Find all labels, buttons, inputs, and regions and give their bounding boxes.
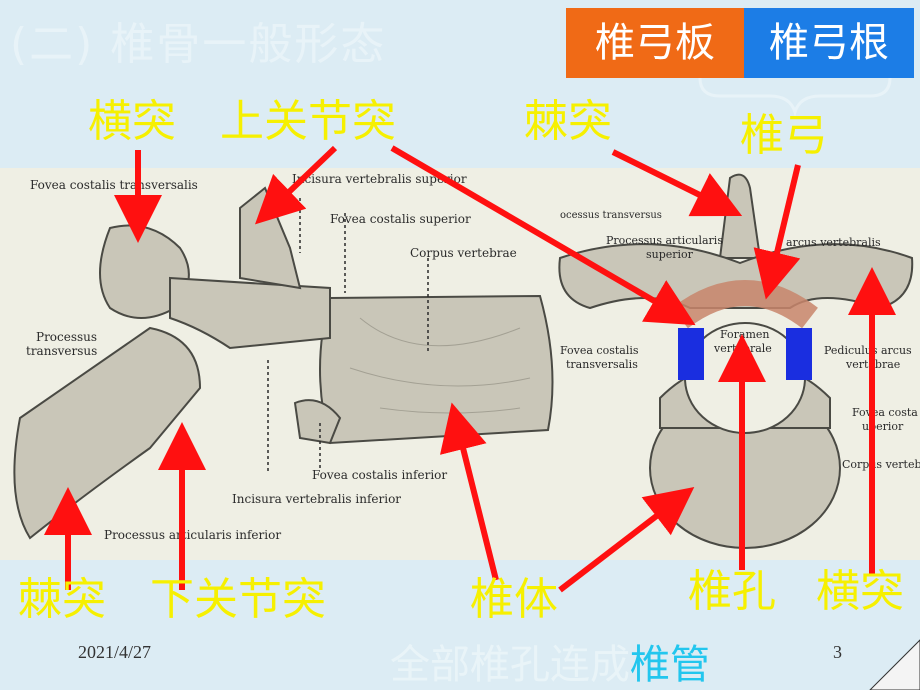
summary-text: 全部椎孔连成椎管 [390,632,710,690]
summary-prefix: 全部椎孔连成 [390,642,630,688]
label-transverse-process-bottom: 横突 [816,566,904,617]
slide-title: (二) 椎骨一般形态 [10,19,387,70]
latin-processus-transversus-1: Processus [36,330,98,344]
label-transverse-process-top: 横突 [88,96,176,147]
vertebra-drawing [13,173,914,549]
badge-lamina: 椎弓板 [566,8,744,78]
latin-r-corpus: Corpus vertebr [842,458,920,471]
latin-corpus-vertebrae: Corpus vertebrae [410,246,517,260]
label-vertebral-body: 椎体 [470,574,558,625]
slide-date: 2021/4/27 [78,642,152,662]
label-spinous-process-top: 棘突 [524,96,612,147]
latin-fovea-costalis-superior: Fovea costalis superior [330,212,471,226]
latin-r-processus-articularis-1: Processus articularis [606,234,723,247]
latin-processus-transversus-2: transversus [26,344,98,358]
latin-incisura-inferior: Incisura vertebralis inferior [232,492,402,506]
latin-r-fovea-costalis-2: transversalis [566,358,638,371]
label-vertebral-foramen: 椎孔 [688,566,776,617]
badge-pedicle: 椎弓根 [744,8,914,78]
latin-r-fovea-sup-1: Fovea costa [852,406,918,419]
summary-highlight: 椎管 [630,642,710,688]
label-spinous-process-bottom: 棘突 [18,574,106,625]
label-inferior-articular-process: 下关节突 [150,574,326,625]
latin-r-processus-transversus: ocessus transversus [560,210,662,221]
latin-r-arcus-vertebralis: arcus vertebralis [786,236,881,249]
latin-incisura-superior: Incisura vertebralis superior [292,172,467,186]
latin-processus-articularis-inferior: Processus articularis inferior [104,528,282,542]
latin-fovea-costalis-inferior: Fovea costalis inferior [312,468,448,482]
latin-fovea-costalis-transversalis: Fovea costalis transversalis [30,178,198,192]
label-vertebral-arch: 椎弓 [740,110,828,161]
latin-r-pediculus-1: Pediculus arcus [824,344,912,357]
latin-r-fovea-costalis-1: Fovea costalis [560,344,639,357]
page-number: 3 [833,642,842,662]
vertebra-illustration: Fovea costalis transversalis Incisura ve… [0,168,920,560]
label-superior-articular-process: 上关节突 [220,96,396,147]
latin-r-processus-articularis-2: superior [646,248,693,261]
